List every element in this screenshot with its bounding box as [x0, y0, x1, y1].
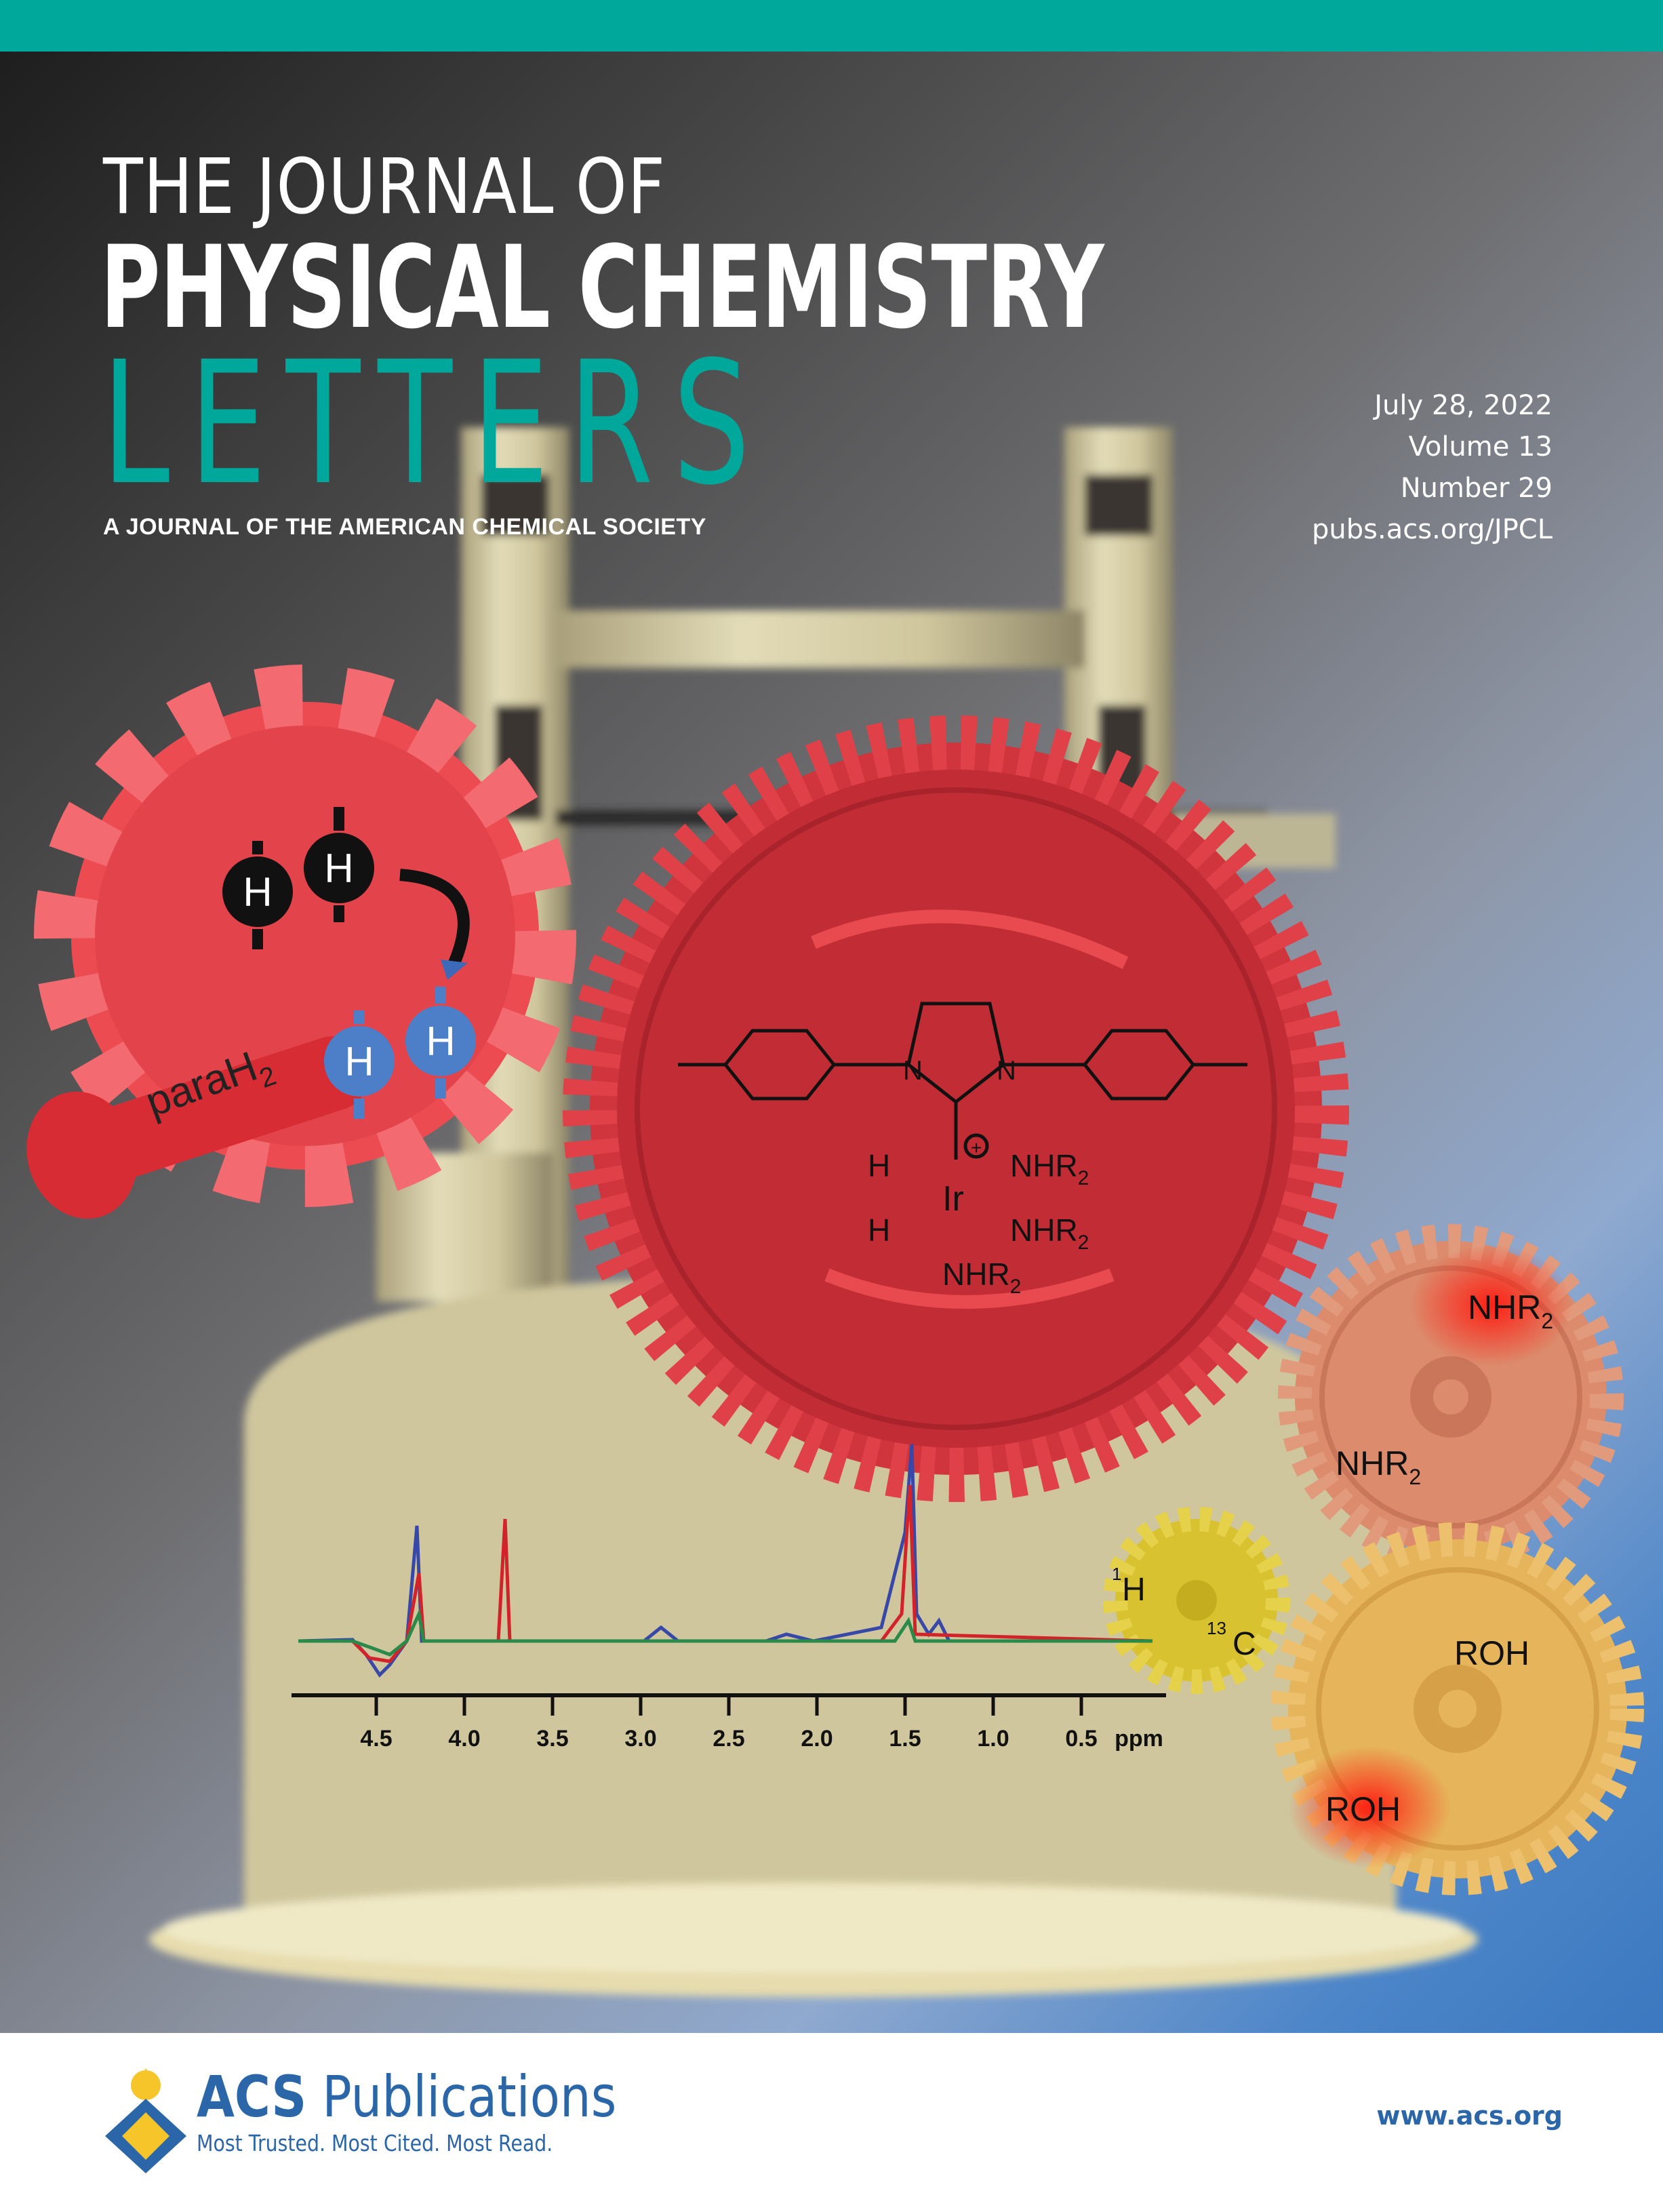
- top-accent-bar: [0, 0, 1663, 52]
- ppm-unit: ppm: [1115, 1726, 1163, 1752]
- nuclear-spin-gear: 1 H 13 C: [1103, 1507, 1290, 1694]
- para-hydrogen-gear: paraH2 H H H H: [26, 665, 576, 1219]
- ppm-tick: 3.0: [624, 1726, 656, 1752]
- hydride-bottom: H: [868, 1212, 890, 1248]
- issue-info: July 28, 2022 Volume 13 Number 29 pubs.a…: [1312, 385, 1552, 551]
- artwork-illustration: paraH2 H H H H: [26, 427, 1644, 1997]
- ppm-tick: 0.5: [1065, 1726, 1097, 1752]
- issue-volume: Volume 13: [1408, 431, 1552, 462]
- alcohol-label-1: ROH: [1454, 1634, 1529, 1672]
- hydride-top: H: [868, 1148, 890, 1183]
- acs-publications-wordmark: ACS Publications: [197, 2063, 617, 2130]
- carbon-label: C: [1233, 1626, 1256, 1662]
- acs-logo-icon: [105, 2068, 186, 2173]
- c13-superscript: 13: [1207, 1618, 1226, 1638]
- n-left: N: [903, 1056, 923, 1086]
- ppm-tick: 3.5: [536, 1726, 568, 1752]
- amine-label-1: NHR2: [1468, 1288, 1553, 1333]
- proton-label: H: [1122, 1572, 1146, 1608]
- masthead-letters: LETTERS: [102, 325, 770, 522]
- ligand-2: NHR2: [1010, 1212, 1089, 1254]
- nmr-spectrum: 4.5 4.0 3.5 3.0 2.5 2.0 1.5 1.0 0.5 ppm: [292, 1444, 1166, 1752]
- iridium-center: Ir: [942, 1179, 964, 1219]
- masthead-line-2: PHYSICAL CHEMISTRY: [100, 221, 1104, 354]
- issue-number: Number 29: [1400, 473, 1552, 504]
- masthead-line-1: THE JOURNAL OF: [103, 143, 666, 231]
- h-atom-4: H: [426, 1019, 455, 1064]
- ligand-1: NHR2: [1010, 1148, 1089, 1189]
- h-atom-2: H: [324, 846, 353, 891]
- cover-artwork: paraH2 H H H H: [0, 52, 1663, 2033]
- ppm-tick: 4.5: [360, 1726, 392, 1752]
- ppm-tick: 1.0: [977, 1726, 1009, 1752]
- iridium-complex-gear: N N + Ir H H NHR2 NHR2 NHR2: [563, 715, 1349, 1502]
- acs-website: www.acs.org: [1376, 2101, 1563, 2131]
- cover-footer: [0, 2033, 1663, 2212]
- ppm-tick: 4.0: [448, 1726, 480, 1752]
- ppm-tick: 2.5: [713, 1726, 744, 1752]
- alcohol-label-2: ROH: [1325, 1790, 1401, 1828]
- ppm-tick: 1.5: [889, 1726, 921, 1752]
- amine-label-2: NHR2: [1336, 1444, 1421, 1489]
- ppm-tick: 2.0: [801, 1726, 833, 1752]
- h-atom-3: H: [344, 1039, 374, 1084]
- h-atom-1: H: [243, 869, 272, 915]
- h1-superscript: 1: [1112, 1564, 1121, 1584]
- positive-charge: +: [971, 1137, 982, 1158]
- issue-date: July 28, 2022: [1374, 390, 1552, 421]
- amine-gear: NHR2 NHR2: [1278, 1224, 1624, 1570]
- society-line: A JOURNAL OF THE AMERICAN CHEMICAL SOCIE…: [103, 514, 706, 540]
- alcohol-gear: ROH ROH: [1271, 1522, 1644, 1895]
- journal-url: pubs.acs.org/JPCL: [1312, 514, 1552, 545]
- acs-tagline: Most Trusted. Most Cited. Most Read.: [197, 2130, 553, 2156]
- n-right: N: [997, 1056, 1016, 1086]
- ligand-3: NHR2: [942, 1257, 1021, 1298]
